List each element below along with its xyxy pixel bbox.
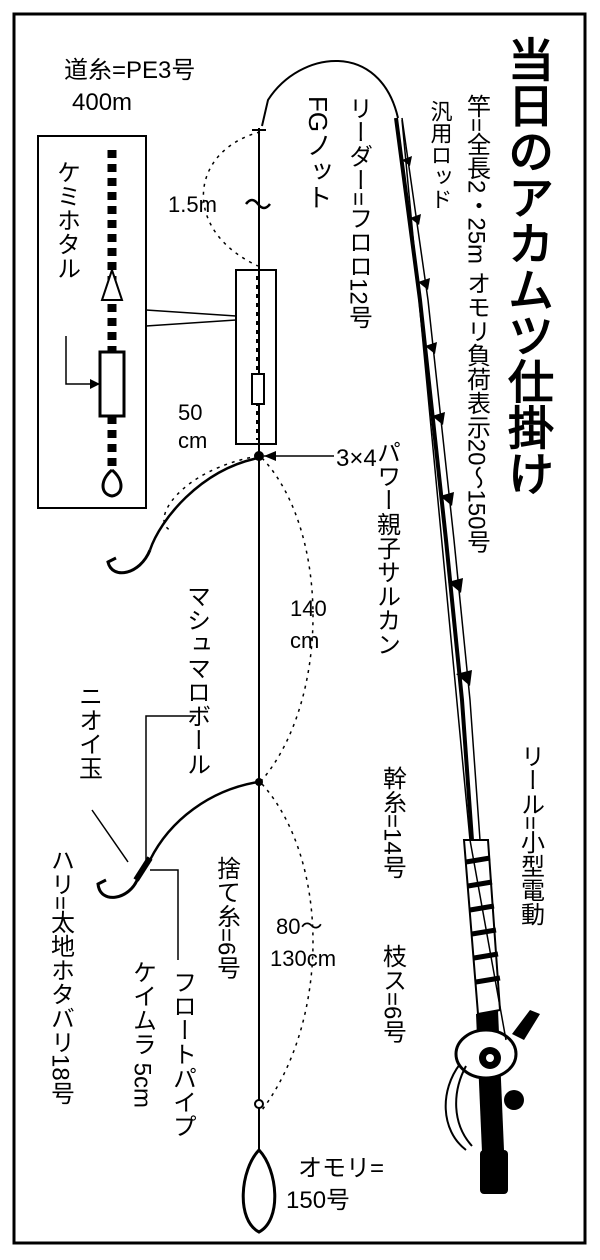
diagram-title: 当日のアカムツ仕掛け	[501, 36, 555, 496]
rod-guide	[440, 492, 454, 506]
leader-label: リーダー=フロロ12号	[345, 96, 372, 329]
inset-chemical-light	[37, 135, 237, 509]
sinker-label-1: オモリ=	[298, 1155, 384, 1182]
inset-label-arrowhead	[90, 379, 100, 389]
line-bead-box	[235, 269, 277, 445]
leader-float-pipe	[150, 869, 179, 960]
labels: 当日のアカムツ仕掛け 道糸=PE3号 400m 1.5m 3×4 50 cm 1…	[47, 36, 556, 1214]
fg-knot-label: FGノット	[303, 96, 333, 210]
branch-gap-arc	[261, 457, 314, 781]
inset-snap	[101, 468, 123, 498]
scent-ball-label: ニオイ玉	[75, 684, 102, 780]
leader-scent-ball	[91, 809, 129, 863]
float-pipe-label: フロートパイプ	[169, 970, 196, 1138]
inset-light-stick	[98, 350, 126, 418]
lower-branch-line	[148, 780, 259, 861]
sinker-eye	[254, 1099, 264, 1109]
branch-gap-label-2: cm	[290, 628, 319, 653]
drop-length-label-2: 130cm	[270, 946, 336, 971]
main-line	[252, 60, 507, 1150]
branch-distance-top-label-1: 50	[178, 400, 202, 425]
main-line-label: 道糸=PE3号	[64, 57, 195, 84]
dimension-arcs	[163, 131, 314, 1111]
reel-spool-hub	[486, 1054, 494, 1062]
leader-length-arc	[202, 131, 261, 267]
rod-guide	[410, 214, 421, 225]
reel	[444, 1010, 540, 1151]
branch-gap-label-1: 140	[290, 596, 327, 621]
chemical-light-label: ケミホタル	[53, 160, 80, 280]
swivel-arrowhead	[264, 451, 276, 461]
lower-swivel	[255, 778, 263, 786]
rod-blank	[394, 117, 474, 841]
rod-butt-cap	[480, 1150, 508, 1194]
top-branch-length-arc	[163, 455, 259, 531]
rod-guide	[448, 578, 463, 593]
inset-box	[37, 135, 147, 509]
line-chemical-light	[235, 269, 277, 445]
rod-guide	[432, 412, 445, 425]
rod-guide	[456, 670, 472, 686]
reel-label: リール=小型電動	[517, 744, 545, 926]
drop-line-label: 捨て糸=6号	[213, 856, 240, 979]
line-light-stick	[251, 373, 265, 405]
rod-guide	[425, 342, 437, 354]
top-branch-line	[148, 456, 259, 551]
reel-handle	[512, 1010, 540, 1040]
rod-guide	[402, 156, 412, 166]
knot-mark	[245, 198, 271, 210]
branch-distance-top-label-2: cm	[178, 428, 207, 453]
hook-label: ハリ=太地ホタバリ18号	[47, 848, 75, 1105]
rod-type-label: 汎用ロッド	[428, 100, 453, 210]
lower-hook	[96, 877, 140, 899]
sinker-label-2: 150号	[286, 1187, 350, 1214]
branch-line-label: 枝ス=6号	[379, 944, 407, 1043]
reel-cord	[444, 1063, 473, 1151]
knot-length-label: 1.5m	[168, 192, 217, 217]
branches	[96, 456, 263, 899]
marshmallow-ball-label: マシュマロボール	[183, 584, 210, 776]
sinker	[241, 1099, 277, 1234]
inset-pointer	[145, 309, 237, 327]
label-leaders	[91, 715, 196, 960]
sinker-body	[241, 1147, 277, 1234]
swivel-label: パワー親子サルカン	[373, 440, 401, 656]
drop-line-length-arc	[261, 783, 314, 1111]
outer-frame	[12, 12, 587, 1245]
inset-weight	[100, 266, 124, 301]
rod-guides	[402, 156, 472, 686]
top-hook	[106, 549, 152, 575]
float-pipe-spec-label: ケイムラ 5cm	[129, 960, 156, 1108]
drop-length-label-1: 80～	[276, 914, 322, 939]
main-line-to-reel	[401, 119, 507, 1041]
inset-label-leader	[65, 336, 100, 385]
main-line-length-label: 400m	[72, 89, 132, 116]
reel-knob	[504, 1090, 524, 1110]
rod-grip-outline	[462, 839, 502, 1016]
lower-float-pipe	[133, 856, 153, 882]
rod-blank-inner	[401, 117, 481, 841]
swivel-size-label: 3×4	[336, 445, 377, 472]
trunk-line-label: 幹糸=14号	[379, 766, 407, 879]
main-line-arc	[261, 60, 399, 127]
rod-spec-label: 竿=全長2・25m オモリ負荷表示20～150号	[463, 94, 491, 554]
leader-marshmallow	[145, 715, 196, 860]
rod-guide	[418, 278, 430, 290]
